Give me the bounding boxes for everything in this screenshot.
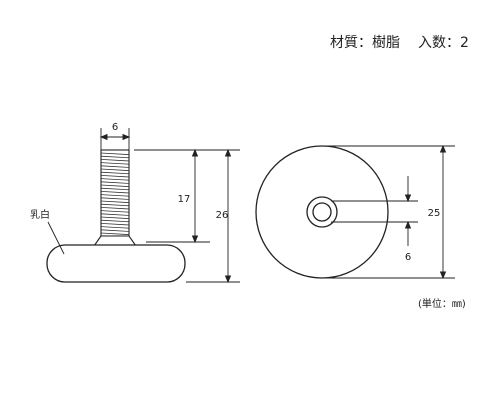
thread-line — [100, 213, 130, 216]
material-label: 材質：樹脂 — [330, 35, 400, 51]
thread-line — [100, 155, 130, 159]
material-leader-line — [47, 221, 65, 255]
thread-line — [100, 197, 130, 200]
inner-diameter-value: 6 — [405, 252, 411, 263]
thread-line — [100, 187, 130, 191]
side-view: 乳白 6 17 26 — [30, 122, 240, 284]
total-height-dimension — [186, 148, 240, 284]
thread-diameter-dimension — [99, 128, 131, 150]
thread-line — [100, 194, 130, 197]
top-view: 25 6 — [255, 144, 455, 280]
thread-line — [100, 219, 130, 223]
thread-length-value: 17 — [178, 194, 191, 205]
thread-length-dimension — [134, 148, 210, 244]
thread-diameter-value: 6 — [112, 122, 118, 133]
quantity-label: 入数：2 — [418, 35, 469, 51]
base-pad — [46, 244, 186, 283]
threaded-stud — [92, 149, 138, 247]
thread-line — [100, 200, 130, 203]
thread-line — [100, 184, 130, 187]
thread-line — [100, 229, 130, 232]
unit-label: (単位：㎜) — [418, 297, 466, 310]
thread-line — [100, 216, 130, 219]
thread-line — [100, 207, 130, 210]
thread-line — [100, 165, 130, 168]
thread-line — [100, 171, 130, 175]
thread-line — [100, 168, 130, 171]
thread-lines — [100, 152, 130, 235]
thread-line — [100, 191, 130, 194]
thread-line — [100, 210, 130, 213]
center-hole — [312, 202, 332, 222]
thread-line — [100, 232, 130, 235]
thread-line — [100, 178, 130, 181]
thread-line — [100, 152, 130, 155]
outer-diameter-dimension — [322, 144, 455, 280]
total-height-value: 26 — [216, 210, 229, 221]
thread-line — [100, 159, 130, 162]
thread-line — [100, 226, 130, 229]
thread-line — [100, 223, 130, 226]
outer-diameter-value: 25 — [428, 208, 441, 219]
thread-line — [100, 181, 130, 184]
thread-line — [100, 203, 130, 207]
thread-line — [100, 175, 130, 178]
material-color-label: 乳白 — [30, 208, 50, 221]
inner-diameter-dimension — [331, 176, 418, 246]
thread-line — [100, 162, 130, 165]
